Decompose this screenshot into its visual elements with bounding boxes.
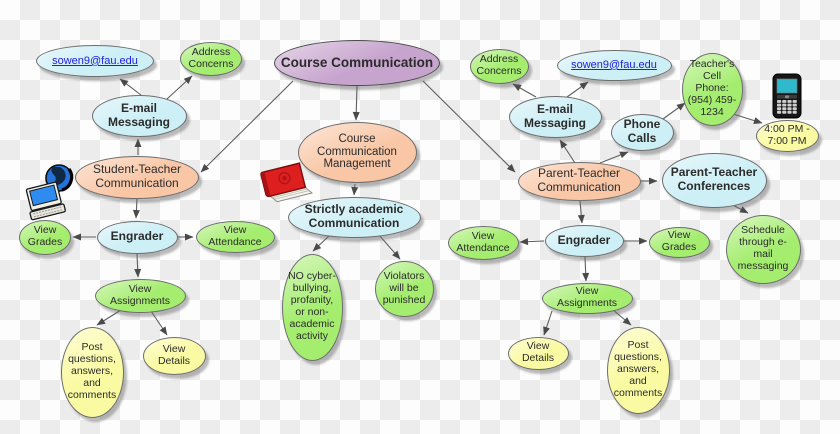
edge-strictly-academic-communication-to-no-cyberbullying <box>312 234 331 252</box>
edge-view-assignments-right-to-view-details-right <box>543 310 553 336</box>
node-label: Student-Teacher Communication <box>92 162 182 190</box>
edge-phone-calls-to-teachers-cell-phone <box>662 102 686 120</box>
node-label: View Assignments <box>556 285 618 309</box>
node-label: Address Concerns <box>188 46 234 70</box>
node-label: View Details <box>521 340 555 364</box>
node-label: Strictly academic Communication <box>304 202 404 230</box>
edge-strictly-academic-communication-to-violators-punished <box>378 234 401 260</box>
node-post-comments-left: Post questions, answers, and comments <box>60 326 124 418</box>
node-engrader-left: Engrader <box>96 220 178 254</box>
node-label: Phone Calls <box>623 117 661 145</box>
node-course-communication-management: Course Communication Management <box>297 121 417 183</box>
node-course-communication: Course Communication <box>274 40 440 86</box>
node-label: E-mail Messaging <box>107 101 170 129</box>
node-no-cyberbullying: NO cyber-bullying, profanity, or non-aca… <box>281 253 343 361</box>
edge-email-messaging-right-to-sowen9-right <box>566 81 589 98</box>
edge-view-assignments-left-to-view-details-left <box>150 310 168 336</box>
edge-parent-teacher-communication-to-email-messaging-right <box>559 139 576 164</box>
node-view-details-right: View Details <box>507 336 569 370</box>
edge-engrader-left-to-view-assignments-left <box>134 253 142 278</box>
node-label: Post questions, answers, and comments <box>613 339 663 399</box>
node-view-assignments-right: View Assignments <box>541 282 633 314</box>
node-strictly-academic-communication: Strictly academic Communication <box>287 196 421 238</box>
node-email-messaging-left: E-mail Messaging <box>91 95 187 137</box>
edge-teachers-cell-phone-to-office-hours <box>732 113 763 124</box>
node-post-comments-right: Post questions, answers, and comments <box>606 326 670 414</box>
node-label: Violators will be punished <box>382 270 426 306</box>
node-office-hours: 4:00 PM - 7:00 PM <box>755 120 819 152</box>
node-student-teacher-communication: Student-Teacher Communication <box>75 155 199 199</box>
node-parent-teacher-communication: Parent-Teacher Communication <box>517 161 641 201</box>
edge-parent-teacher-communication-to-phone-calls <box>599 151 629 164</box>
edge-email-messaging-right-to-address-concerns-right <box>512 83 537 98</box>
node-label: Post questions, answers, and comments <box>67 341 117 401</box>
node-label: View Assignments <box>109 283 171 307</box>
node-phone-calls: Phone Calls <box>610 113 674 151</box>
node-view-grades-left: View Grades <box>19 219 71 255</box>
node-view-grades-right: View Grades <box>648 226 710 258</box>
edge-course-communication-to-course-communication-management <box>352 85 360 121</box>
node-label: 4:00 PM - 7:00 PM <box>764 123 810 147</box>
node-label: View Attendance <box>208 224 262 248</box>
node-label: Schedule through e-mail messaging <box>737 224 789 272</box>
edge-engrader-right-to-view-attendance-right <box>519 238 545 246</box>
edge-email-messaging-left-to-sowen9-left <box>119 78 142 96</box>
node-label: Engrader <box>557 233 611 248</box>
edge-course-communication-to-student-teacher-communication <box>200 80 294 173</box>
red-book-icon <box>256 159 316 209</box>
node-label: sowen9@fau.edu <box>571 58 657 71</box>
edge-student-teacher-communication-to-engrader-left <box>132 198 140 219</box>
cell-phone-icon <box>772 73 802 119</box>
node-label: Engrader <box>110 229 164 244</box>
node-label: Parent-Teacher Communication <box>537 166 621 194</box>
edge-parent-teacher-communication-to-engrader-right <box>577 200 585 224</box>
edge-view-assignments-right-to-post-comments-right <box>611 308 632 326</box>
node-label: Course Communication Management <box>317 132 397 171</box>
edge-engrader-right-to-view-assignments-right <box>582 256 590 282</box>
node-sowen9-left[interactable]: sowen9@fau.edu <box>36 45 154 77</box>
node-address-concerns-right: Address Concerns <box>469 48 529 84</box>
node-label: E-mail Messaging <box>523 102 586 130</box>
node-address-concerns-left: Address Concerns <box>180 42 242 76</box>
node-schedule-email-messaging: Schedule through e-mail messaging <box>725 214 801 284</box>
node-view-attendance-right: View Attendance <box>447 226 519 260</box>
edge-course-communication-to-parent-teacher-communication <box>422 80 516 173</box>
node-teachers-cell-phone: Teacher's Cell Phone: (954) 459-1234 <box>681 52 743 126</box>
node-sowen9-right[interactable]: sowen9@fau.edu <box>556 49 672 81</box>
node-view-assignments-left: View Assignments <box>94 279 186 313</box>
node-label: Teacher's Cell Phone: (954) 459-1234 <box>687 58 737 118</box>
computer-globe-icon <box>24 163 78 221</box>
node-view-details-left: View Details <box>142 337 206 375</box>
node-label: Address Concerns <box>476 53 522 77</box>
node-label: View Grades <box>661 229 697 253</box>
edge-email-messaging-left-to-address-concerns-left <box>166 75 193 100</box>
node-view-attendance-left: View Attendance <box>195 221 275 253</box>
edge-view-assignments-left-to-post-comments-left <box>96 309 122 326</box>
node-violators-punished: Violators will be punished <box>374 261 434 317</box>
node-label: NO cyber-bullying, profanity, or non-aca… <box>288 270 336 342</box>
node-label: sowen9@fau.edu <box>52 54 138 67</box>
node-label: View Details <box>157 343 191 367</box>
node-label: View Attendance <box>456 230 510 254</box>
node-label: Course Communication <box>280 55 434 71</box>
node-email-messaging-right: E-mail Messaging <box>508 96 602 138</box>
edge-course-communication-management-to-strictly-academic-communication <box>351 183 359 196</box>
node-parent-teacher-conferences: Parent-Teacher Conferences <box>661 152 767 208</box>
node-engrader-right: Engrader <box>544 225 624 257</box>
node-label: View Grades <box>27 224 63 248</box>
node-label: Parent-Teacher Conferences <box>670 165 758 193</box>
